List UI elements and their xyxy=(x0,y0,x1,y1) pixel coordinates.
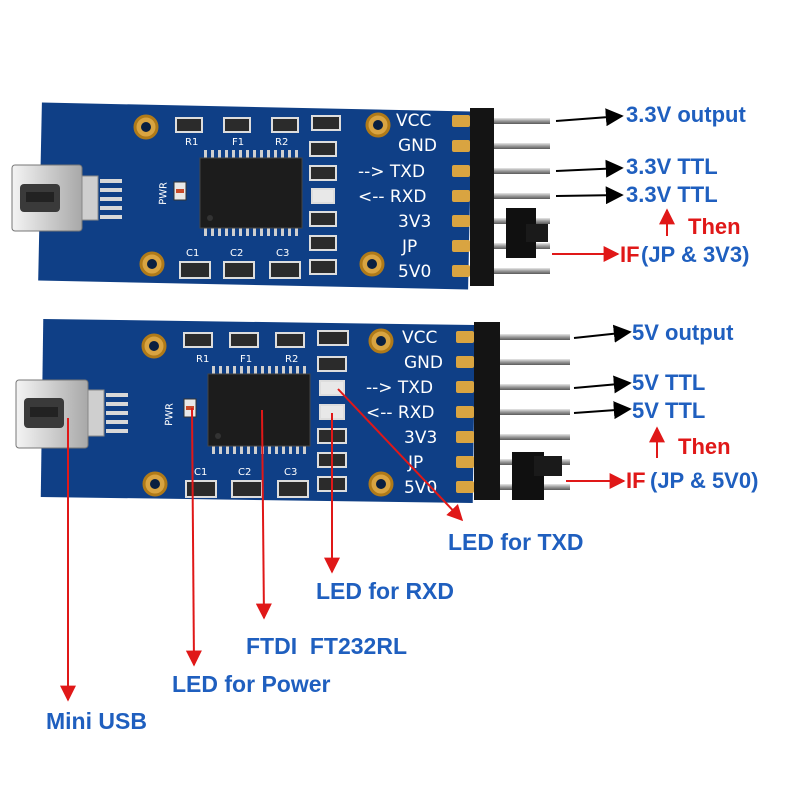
pin-label-vcc: VCC xyxy=(402,328,437,348)
pin-label-jp: JP xyxy=(407,453,423,473)
label-then: Then xyxy=(678,434,731,459)
callout-led-txd: LED for TXD xyxy=(448,529,583,555)
pin-label-txd: --> TXD xyxy=(366,378,433,398)
ftdi-chip xyxy=(207,366,311,454)
label-if-word: IF xyxy=(620,242,640,267)
label-if-condition: (JP & 3V3) xyxy=(641,242,749,267)
callouts: LED for TXD LED for RXD FTDI FT232RL LED… xyxy=(46,388,583,734)
pin-header-top xyxy=(452,108,550,286)
pin-label-jp: JP xyxy=(401,237,417,257)
ref-f1: F1 xyxy=(240,354,252,365)
callout-ftdi-chip: FTDI FT232RL xyxy=(246,633,407,659)
board-bottom: PWR R1 F1 R2 C1 C2 C3 xyxy=(15,318,570,504)
ref-c3: C3 xyxy=(284,467,297,478)
ref-c3: C3 xyxy=(276,248,289,259)
pin-label-vcc: VCC xyxy=(396,111,431,131)
pwr-label: PWR xyxy=(164,403,176,426)
jumper-cap xyxy=(506,208,548,258)
smd-row-top xyxy=(175,115,341,133)
ref-c1: C1 xyxy=(186,248,199,259)
led-column xyxy=(309,141,337,275)
ref-c2: C2 xyxy=(238,467,251,478)
pin-label-5v0: 5V0 xyxy=(404,478,437,498)
pin-header-bottom xyxy=(456,322,570,500)
callout-led-power: LED for Power xyxy=(172,671,331,697)
mini-usb-connector xyxy=(15,379,105,449)
pin-label-5v0: 5V0 xyxy=(398,262,431,282)
pin-label-gnd: GND xyxy=(398,136,437,156)
pin-label-gnd: GND xyxy=(404,353,443,373)
label-rxd-ttl: 3.3V TTL xyxy=(626,182,718,207)
ref-f1: F1 xyxy=(232,137,244,148)
smd-row-bottom xyxy=(185,480,309,498)
pin-label-rxd: <-- RXD xyxy=(366,403,434,423)
smd-row-top xyxy=(183,330,349,348)
pin-label-3v3: 3V3 xyxy=(398,212,431,232)
mini-usb-connector xyxy=(11,164,99,232)
ref-r1: R1 xyxy=(196,354,209,365)
usb-pins xyxy=(100,179,122,219)
pin-label-rxd: <-- RXD xyxy=(358,187,426,207)
label-txd-ttl: 3.3V TTL xyxy=(626,154,718,179)
label-rxd-ttl: 5V TTL xyxy=(632,398,705,423)
board-top: PWR R1 F1 R2 C1 C2 C3 xyxy=(11,102,550,290)
ref-c1: C1 xyxy=(194,467,207,478)
ref-r2: R2 xyxy=(275,137,288,148)
label-vcc-output: 5V output xyxy=(632,320,734,345)
callout-mini-usb: Mini USB xyxy=(46,708,147,734)
pin-label-txd: --> TXD xyxy=(358,162,425,182)
ref-r1: R1 xyxy=(185,137,198,148)
annotations-bottom: 5V output 5V TTL 5V TTL Then IF (JP & 5V… xyxy=(566,320,758,493)
pin-label-3v3: 3V3 xyxy=(404,428,437,448)
label-if-condition: (JP & 5V0) xyxy=(650,468,758,493)
smd-row-bottom xyxy=(179,261,301,279)
ref-r2: R2 xyxy=(285,354,298,365)
usb-pins xyxy=(106,393,128,433)
ref-c2: C2 xyxy=(230,248,243,259)
ftdi-chip xyxy=(199,150,303,236)
jumper-cap xyxy=(512,452,562,500)
callout-led-rxd: LED for RXD xyxy=(316,578,454,604)
pwr-label: PWR xyxy=(158,182,170,205)
annotations-top: 3.3V output 3.3V TTL 3.3V TTL Then IF (J… xyxy=(552,102,749,267)
label-vcc-output: 3.3V output xyxy=(626,102,746,127)
label-txd-ttl: 5V TTL xyxy=(632,370,705,395)
label-then: Then xyxy=(688,214,741,239)
label-if-word: IF xyxy=(626,468,646,493)
